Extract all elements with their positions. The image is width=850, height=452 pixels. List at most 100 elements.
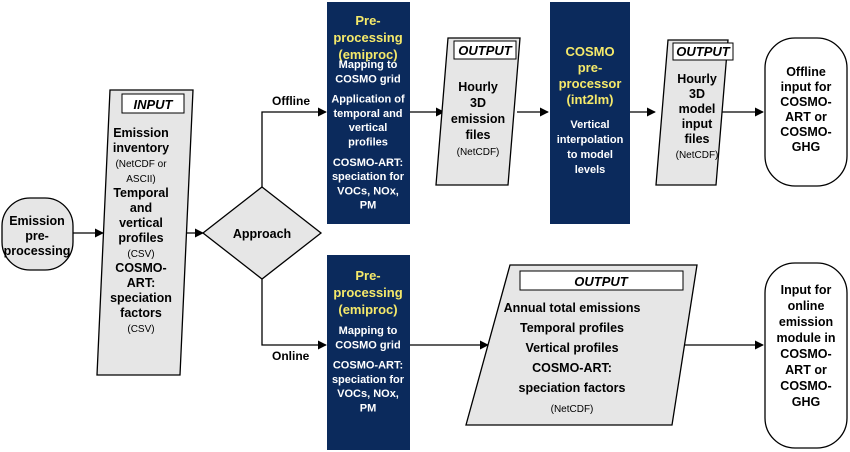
process-body-line: Mapping to [339, 59, 398, 71]
output-model-header-box [672, 42, 734, 61]
output-hourly-line: emission [451, 112, 505, 126]
process-body-line: COSMO-ART: [333, 157, 403, 169]
end-online-shape [764, 262, 848, 449]
output-model-line: model [679, 102, 716, 116]
output-online-header: OUTPUT [574, 274, 629, 289]
int2lm-text: COSMOpre-processor(int2lm)Verticalinterp… [557, 44, 624, 176]
process-body-line: COSMO grid [335, 73, 400, 85]
end-online-line: online [788, 299, 825, 313]
end-online-line: emission [779, 315, 833, 329]
process-body-line: PM [360, 403, 377, 415]
process-body-line: profiles [348, 137, 388, 149]
process-body-line: vertical [349, 122, 388, 134]
output-hourly-shape [435, 37, 521, 186]
arrow-decision-offline [261, 107, 327, 187]
input-line: and [130, 201, 152, 215]
emiproc-offline-text: Pre-processing (emiproc)Mapping to COSMO g… [331, 13, 405, 212]
end-online-line: module in [776, 331, 835, 345]
end-offline-line: GHG [792, 140, 820, 154]
process-body-line: VOCs, NOx, [337, 388, 399, 400]
process-title-line: processor [559, 76, 622, 91]
end-offline-line: ART or [785, 110, 827, 124]
output-model-header: OUTPUT [676, 44, 731, 59]
input-line: profiles [118, 231, 163, 245]
output-online-header-box [519, 270, 684, 291]
process-body-line: temporal and [333, 108, 402, 120]
output-hourly-line: Hourly [458, 80, 498, 94]
process-body-line: interpolation [557, 134, 624, 146]
output-model-line: 3D [689, 87, 705, 101]
input-line: (NetCDF or [115, 159, 167, 170]
start-node: Emission pre- processing [1, 197, 74, 271]
process-body-line: PM [360, 200, 377, 212]
input-line: (CSV) [127, 324, 154, 335]
edge-label-offline: Offline [272, 94, 310, 108]
end-online-line: Input for [781, 283, 832, 297]
process-title-line: (emiproc) [338, 302, 397, 317]
end-offline-line: COSMO- [780, 95, 831, 109]
emiproc-offline-shape [327, 2, 410, 224]
output-model-line: (NetCDF) [676, 150, 719, 161]
decision-node: Approach [201, 186, 323, 280]
process-title-line: Pre- [355, 13, 380, 28]
int2lm-shape [550, 2, 630, 224]
end-offline-line: Offline [786, 65, 826, 79]
end-offline-line: COSMO- [780, 125, 831, 139]
output-hourly-header: OUTPUT [458, 43, 513, 58]
process-title-line: (int2lm) [567, 92, 614, 107]
process-body-line: COSMO grid [335, 339, 400, 351]
output-online-line: COSMO-ART: [532, 361, 612, 375]
output-hourly-header-box [453, 40, 517, 60]
emiproc-online-text: Pre-processing (emiproc) Mapping to COSMO g… [332, 268, 405, 415]
process-body-line: levels [575, 164, 606, 176]
start-line: processing [4, 244, 71, 258]
edge-label-online: Online [272, 349, 310, 363]
connectors [73, 107, 764, 350]
input-line: vertical [119, 216, 163, 230]
process-body-line: speciation for [332, 374, 405, 386]
output-hourly-line: (NetCDF) [457, 147, 500, 158]
process-body-line: Vertical [570, 119, 609, 131]
output-model-shape [655, 39, 729, 186]
input-header: INPUT [134, 97, 174, 112]
output-online-line: Vertical profiles [525, 341, 618, 355]
process-title-line: processing [333, 285, 402, 300]
process-body-line: Mapping to [339, 325, 398, 337]
end-online-line: COSMO- [780, 379, 831, 393]
input-line: Temporal [113, 186, 168, 200]
input-line: factors [120, 306, 162, 320]
output-model-line: files [684, 132, 709, 146]
process-body-line: speciation for [332, 171, 405, 183]
decision-shape [201, 186, 323, 280]
process-body-line: VOCs, NOx, [337, 185, 399, 197]
output-online-line: (NetCDF) [551, 404, 594, 415]
decision-label: Approach [233, 227, 291, 241]
process-title-line: Pre- [355, 268, 380, 283]
process-title-line: processing [333, 30, 402, 45]
end-online-line: COSMO- [780, 347, 831, 361]
output-hourly-line: files [465, 128, 490, 142]
start-line: Emission [9, 214, 65, 228]
end-offline-line: input for [781, 80, 832, 94]
input-line: speciation [110, 291, 172, 305]
input-shape [96, 89, 194, 376]
input-line: Emission [113, 126, 169, 140]
process-title-line: COSMO [565, 44, 614, 59]
emiproc-online-node: Pre-processing (emiproc) Mapping to COSMO g… [327, 255, 410, 450]
input-line: inventory [113, 141, 169, 155]
process-body-line: COSMO-ART: [333, 360, 403, 372]
process-title-line: (emiproc) [338, 47, 397, 62]
start-shape [1, 197, 74, 271]
process-body-line: Application of [331, 94, 405, 106]
output-model-line: input [682, 117, 713, 131]
